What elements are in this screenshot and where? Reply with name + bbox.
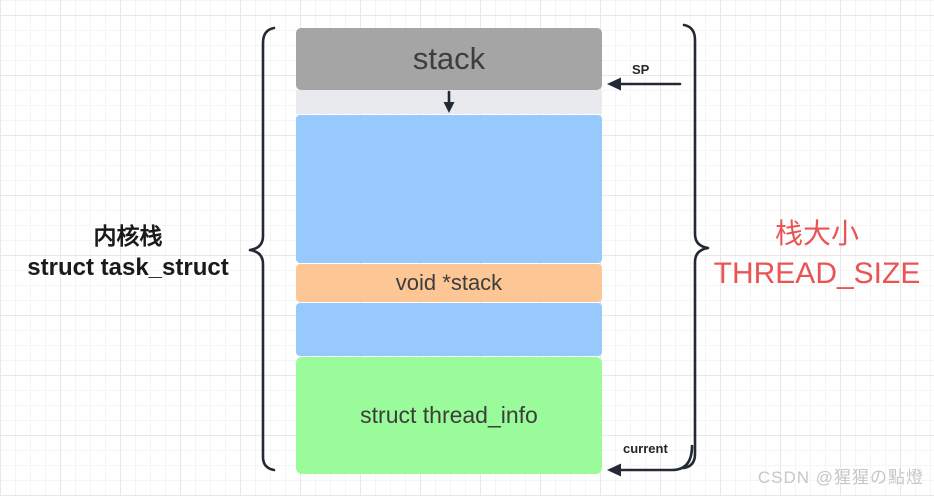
sp-arrowhead [607, 77, 621, 91]
thread-size-label: THREAD_SIZE [713, 257, 921, 291]
stack-size-label: 栈大小 THREAD_SIZE [702, 214, 932, 295]
stack-size-label-cn: 栈大小 [774, 218, 859, 249]
sp-pointer-label: SP [632, 62, 650, 77]
spacer-region [296, 90, 602, 114]
free-stack-upper [296, 115, 602, 263]
stack-region-label: stack [412, 41, 486, 76]
stack-region: stack [296, 28, 602, 90]
kernel-stack-label: 内核栈 struct task_struct [3, 221, 253, 284]
task-struct-label: struct task_struct [27, 254, 229, 282]
left-brace [248, 26, 276, 472]
thread-info-region: struct thread_info [296, 357, 602, 474]
free-stack-lower [296, 303, 602, 356]
thread-info-label: struct thread_info [360, 402, 538, 428]
void-stack-label: void *stack [395, 270, 503, 295]
current-pointer-label: current [623, 441, 668, 456]
void-stack-field: void *stack [296, 264, 602, 302]
kernel-stack-label-cn: 内核栈 [93, 223, 163, 249]
current-arrowhead [607, 463, 621, 477]
csdn-watermark: CSDN @猩猩の點燈 [757, 468, 924, 487]
